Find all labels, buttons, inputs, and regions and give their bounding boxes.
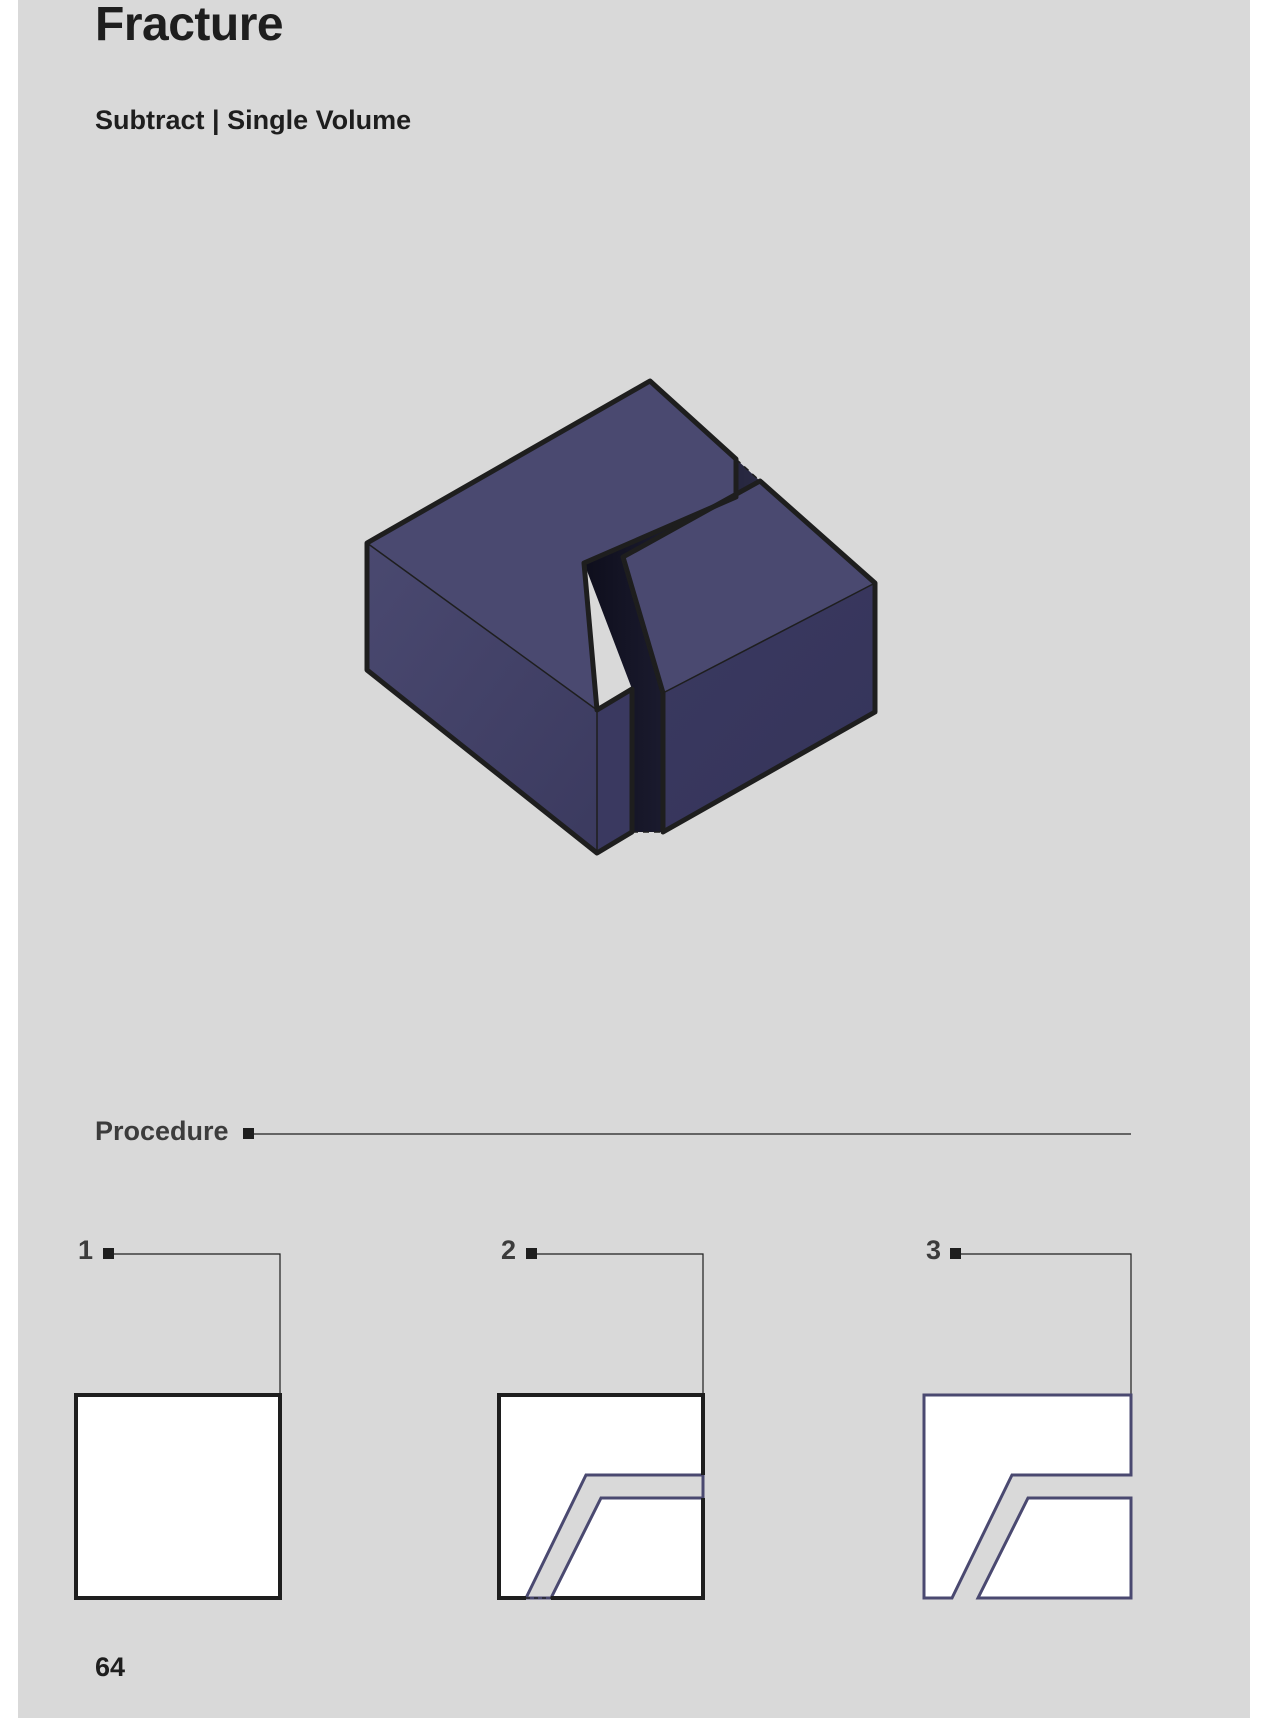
volume-edge <box>622 556 664 694</box>
fractured-volume <box>364 378 878 856</box>
page-title: Fracture <box>95 0 284 51</box>
step-3-right-piece <box>975 1496 1133 1600</box>
volume-edge <box>662 582 876 694</box>
volume-right-face <box>663 583 875 832</box>
volume-right-top <box>623 481 875 693</box>
volume-left-face <box>367 543 597 853</box>
step-marker <box>950 1248 961 1259</box>
procedure-heading: Procedure <box>95 1116 229 1146</box>
page: Fracture Subtract | Single Volume <box>18 0 1250 1718</box>
procedure-marker <box>243 1128 254 1139</box>
fracture-dashed-line <box>735 458 761 482</box>
step-leader-line <box>114 1253 281 1395</box>
step-1-square <box>74 1393 282 1600</box>
step-2-outline <box>551 1498 705 1600</box>
step-2-outline <box>497 1393 705 1600</box>
step-number: 1 <box>78 1235 94 1265</box>
volume-left-front-face <box>597 689 632 853</box>
volume-left-top <box>367 381 736 710</box>
illustration-canvas <box>74 378 1133 1600</box>
step-marker <box>526 1248 537 1259</box>
step-2-diagram <box>497 1248 705 1600</box>
step-3-left-piece <box>922 1393 1133 1600</box>
step-number: 3 <box>926 1235 942 1265</box>
step-number: 2 <box>501 1235 517 1265</box>
page-subtitle: Subtract | Single Volume <box>95 105 412 135</box>
volume-edge <box>366 542 598 711</box>
step-1-diagram <box>74 1248 282 1600</box>
step-marker <box>103 1248 114 1259</box>
page-number: 64 <box>95 1652 126 1682</box>
step-leader-line <box>961 1253 1132 1395</box>
step-3-diagram <box>922 1248 1133 1600</box>
step-leader-line <box>537 1253 704 1395</box>
